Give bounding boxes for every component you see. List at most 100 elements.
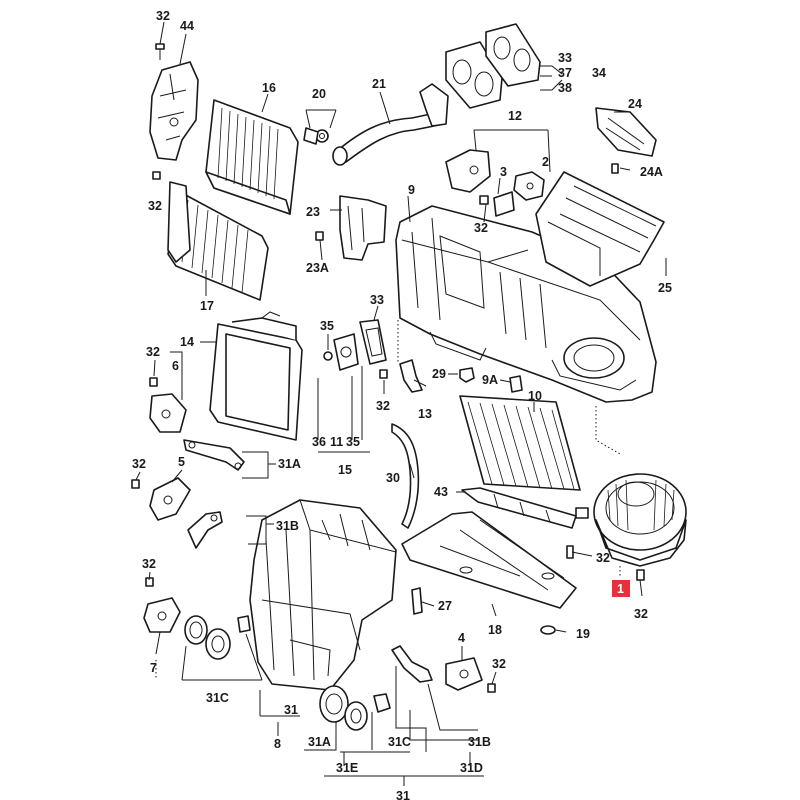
part-5-bracket (131, 477, 191, 521)
part-1-blower-motor (575, 473, 687, 567)
callout-32: 32 (156, 9, 170, 23)
part-18-tray (401, 511, 577, 609)
part-9-upper-housing (395, 205, 657, 403)
callout-16: 16 (262, 81, 276, 95)
callout-33: 33 (558, 51, 572, 65)
callout-43: 43 (434, 485, 448, 499)
callout-32: 32 (376, 399, 390, 413)
callout-36: 36 (312, 435, 326, 449)
callout-15: 15 (338, 463, 352, 477)
callout-31: 31 (396, 789, 410, 800)
part-33-gasket (359, 319, 387, 365)
part-6-bracket (149, 377, 187, 433)
callout-7: 7 (150, 661, 157, 675)
part-31b-linkage (187, 511, 223, 549)
callout-23: 23 (306, 205, 320, 219)
callout-44: 44 (180, 19, 194, 33)
part-43-frame (461, 487, 577, 529)
callout-32: 32 (148, 199, 162, 213)
part-31b-lower-link (391, 645, 433, 683)
callout-8: 8 (274, 737, 281, 751)
callout-32: 32 (132, 457, 146, 471)
part-31c-gears (184, 615, 251, 660)
callout-4: 4 (458, 631, 465, 645)
callout-1-highlighted: 1 (617, 582, 624, 596)
part-35-36-11-valve (323, 333, 359, 371)
callout-23a: 23A (306, 261, 329, 275)
bolt-32 (155, 43, 165, 60)
part-4-actuator (445, 657, 496, 693)
part-16-heater-core (205, 99, 299, 215)
leader-lines (135, 21, 667, 786)
highlight-box (612, 580, 630, 597)
callout-38: 38 (558, 81, 572, 95)
callout-5: 5 (178, 455, 185, 469)
callout-labels: 32 44 16 20 21 33 37 38 34 24 12 3 2 24A… (132, 9, 672, 800)
bolt-32-left (152, 171, 161, 180)
callout-6: 6 (172, 359, 179, 373)
callout-31a: 31A (308, 735, 331, 749)
callout-9: 9 (408, 183, 415, 197)
callout-35: 35 (346, 435, 360, 449)
callout-31a: 31A (278, 457, 301, 471)
callout-32: 32 (492, 657, 506, 671)
part-14-condenser (209, 311, 303, 441)
callout-13: 13 (418, 407, 432, 421)
part-20-clips (303, 127, 329, 145)
callout-2: 2 (542, 155, 549, 169)
part-44-bracket (149, 61, 199, 161)
callout-31c: 31C (206, 691, 229, 705)
part-19-grommet (540, 625, 556, 635)
callout-31b: 31B (276, 519, 299, 533)
callout-35: 35 (320, 319, 334, 333)
callout-11: 11 (330, 435, 343, 449)
part-21-hoses (332, 83, 449, 166)
callout-31d: 31D (460, 761, 483, 775)
callout-25: 25 (658, 281, 672, 295)
callout-24: 24 (628, 97, 642, 111)
part-12-actuators (445, 149, 545, 217)
part-9-flap-box (535, 171, 665, 287)
callout-14: 14 (180, 335, 194, 349)
callout-37: 37 (558, 66, 572, 80)
callout-32: 32 (596, 551, 610, 565)
callout-31c: 31C (388, 735, 411, 749)
callout-31e: 31E (336, 761, 358, 775)
callout-32: 32 (634, 607, 648, 621)
part-23-bracket (315, 195, 387, 261)
part-10-filter (459, 395, 581, 491)
callout-33: 33 (370, 293, 384, 307)
part-8-lower-housing (249, 499, 397, 691)
callout-18: 18 (488, 623, 502, 637)
part-7-bracket (143, 577, 181, 633)
callout-24a: 24A (640, 165, 663, 179)
part-29-9a-13 (379, 359, 523, 393)
part-30-hose (391, 423, 420, 529)
callout-29: 29 (432, 367, 446, 381)
callout-19: 19 (576, 627, 590, 641)
part-17-evaporator (167, 181, 269, 301)
callout-12: 12 (508, 109, 522, 123)
callout-32: 32 (474, 221, 488, 235)
callout-32: 32 (142, 557, 156, 571)
part-33-37-38-gaskets (445, 23, 541, 109)
callout-21: 21 (372, 77, 386, 91)
callout-9a: 9A (482, 373, 498, 387)
bolt-24a (611, 163, 619, 174)
part-24-bracket (595, 107, 657, 157)
callout-10: 10 (528, 389, 542, 403)
callout-32: 32 (146, 345, 160, 359)
part-31a-linkage (183, 439, 245, 471)
callout-31: 31 (284, 703, 298, 717)
part-31-lower-gears (319, 685, 391, 731)
callout-31b: 31B (468, 735, 491, 749)
callout-34: 34 (592, 66, 606, 80)
callout-27: 27 (438, 599, 452, 613)
part-27-sensor (411, 587, 423, 615)
callout-20: 20 (312, 87, 326, 101)
callout-17: 17 (200, 299, 214, 313)
callout-3: 3 (500, 165, 507, 179)
callout-30: 30 (386, 471, 400, 485)
